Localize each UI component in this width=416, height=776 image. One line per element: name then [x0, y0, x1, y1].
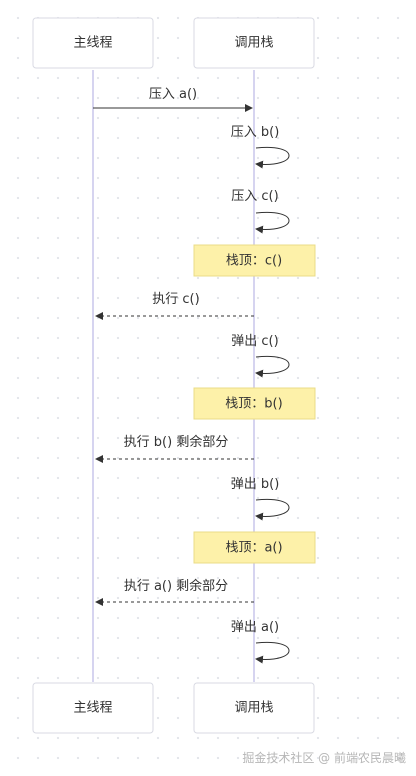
message-label: 弹出 b() [231, 477, 280, 492]
actor-label: 调用栈 [234, 36, 273, 51]
note-stack-top: 栈顶：c() [193, 244, 316, 277]
actor-main-thread-top: 主线程 [32, 17, 154, 69]
actor-call-stack-bottom: 调用栈 [193, 682, 315, 734]
actor-label: 主线程 [73, 36, 112, 51]
watermark: 掘金技术社区 @ 前端农民晨曦 [242, 751, 406, 765]
actor-label: 主线程 [73, 701, 112, 716]
self-loop-arrow [255, 211, 290, 234]
self-loop-arrow [255, 146, 290, 169]
message-label: 压入 b() [231, 125, 280, 140]
message-label: 压入 c() [231, 189, 278, 204]
message-label: 压入 a() [149, 87, 197, 102]
self-loop-arrow [255, 641, 290, 664]
note-label: 栈顶：a() [225, 541, 282, 556]
actor-call-stack-top: 调用栈 [193, 17, 315, 69]
note-label: 栈顶：b() [225, 397, 282, 412]
note-label: 栈顶：c() [226, 254, 282, 269]
actor-main-thread-bottom: 主线程 [32, 682, 154, 734]
self-loop-arrow [255, 498, 290, 521]
note-stack-top: 栈顶：b() [193, 387, 316, 420]
message-label: 执行 a() 剩余部分 [124, 578, 228, 594]
actor-label: 调用栈 [234, 701, 273, 716]
message-label: 弹出 a() [231, 620, 279, 635]
message-label: 执行 b() 剩余部分 [124, 434, 229, 450]
note-stack-top: 栈顶：a() [193, 531, 316, 564]
message-label: 弹出 c() [231, 334, 278, 349]
self-loop-arrow [255, 355, 290, 378]
message-label: 执行 c() [152, 292, 199, 307]
